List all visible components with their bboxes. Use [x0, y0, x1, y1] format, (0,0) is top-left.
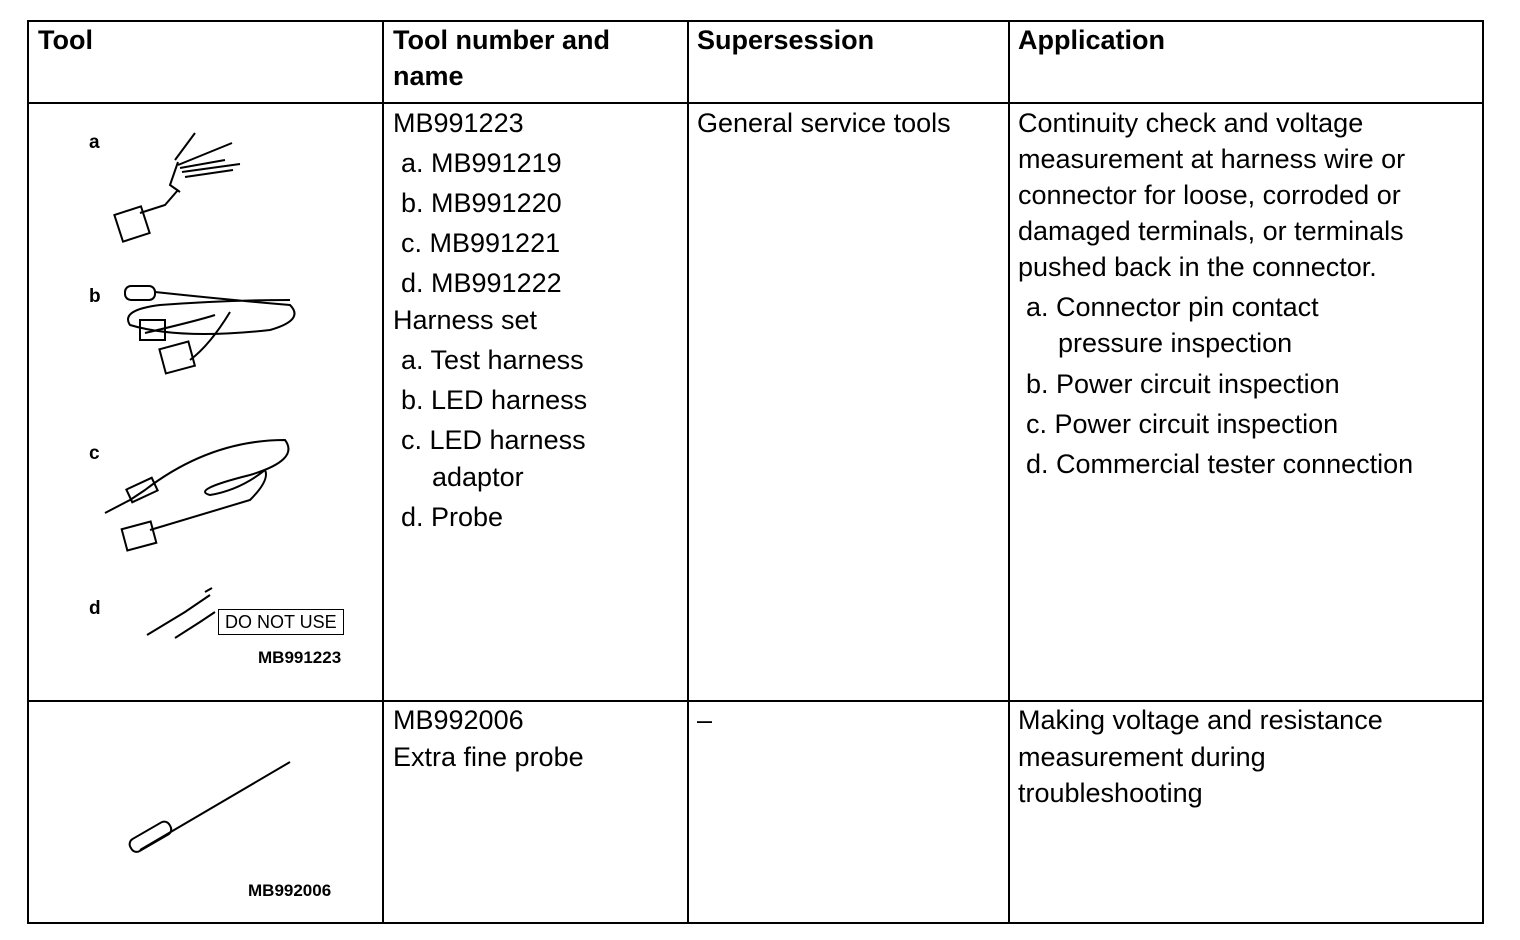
tool-number: MB992006 [393, 705, 524, 735]
list-item: c. MB991221 [401, 228, 561, 258]
header-tool-number-2: name [393, 61, 464, 91]
do-not-use-label: DO NOT USE [218, 609, 344, 635]
list-item: c. LED harness [401, 425, 586, 455]
tool-caption: MB992006 [248, 881, 332, 900]
application-line: troubleshooting [1018, 778, 1203, 808]
row-divider [27, 102, 1484, 104]
row-divider [27, 700, 1484, 702]
list-item: d. MB991222 [401, 268, 562, 298]
application-item: d. Commercial tester connection [1026, 449, 1414, 479]
list-item: b. MB991220 [401, 188, 562, 218]
column-divider [1008, 20, 1010, 924]
supersession: General service tools [697, 108, 951, 138]
tool-number: MB991223 [393, 108, 524, 138]
tool-name: Harness set [393, 305, 538, 335]
application-item-cont: pressure inspection [1058, 328, 1293, 358]
header-application: Application [1018, 25, 1165, 55]
application-line: damaged terminals, or terminals [1018, 216, 1404, 246]
application-line: pushed back in the connector. [1018, 252, 1377, 282]
application-item: a. Connector pin contact [1026, 292, 1319, 322]
list-item: d. Probe [401, 502, 504, 532]
tool-label-a: a [89, 132, 100, 153]
header-tool: Tool [38, 25, 93, 55]
list-item: b. LED harness [401, 385, 588, 415]
application-line: measurement at harness wire or [1018, 144, 1406, 174]
column-divider [687, 20, 689, 924]
column-divider [382, 20, 384, 924]
tool-caption: MB991223 [258, 648, 342, 667]
tools-table [27, 20, 1484, 924]
application-item: c. Power circuit inspection [1026, 409, 1339, 439]
harness-illustrations [104, 132, 296, 853]
tool-label-d: d [89, 598, 101, 619]
tool-label-b: b [89, 286, 101, 307]
tool-label-c: c [89, 443, 100, 464]
list-item-cont: adaptor [432, 462, 524, 492]
application-line: connector for loose, corroded or [1018, 180, 1401, 210]
list-item: a. Test harness [401, 345, 584, 375]
application-item: b. Power circuit inspection [1026, 369, 1340, 399]
header-tool-number: Tool number and [393, 25, 610, 55]
application-line: Continuity check and voltage [1018, 108, 1364, 138]
tool-name: Extra fine probe [393, 742, 584, 772]
list-item: a. MB991219 [401, 148, 562, 178]
supersession: – [697, 705, 713, 735]
header-supersession: Supersession [697, 25, 875, 55]
application-line: measurement during [1018, 742, 1266, 772]
application-line: Making voltage and resistance [1018, 705, 1383, 735]
